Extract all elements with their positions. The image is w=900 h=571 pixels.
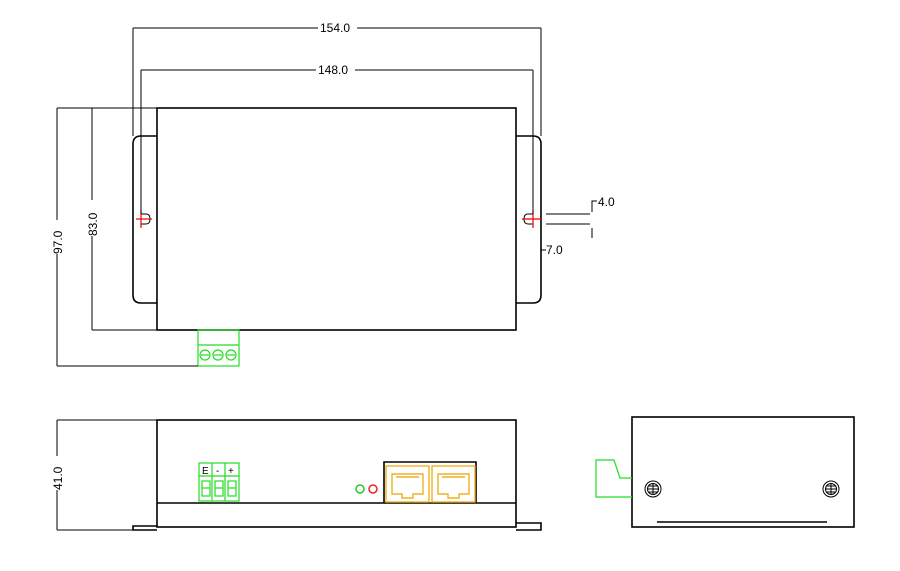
dim-overall-height-text: 97.0 [51,230,65,254]
left-flange [132,135,157,304]
dim-overall-width-text: 154.0 [320,21,350,35]
led-red [368,484,378,494]
front-view: E - + 41.0 [51,419,542,531]
rj45-ports [383,461,477,503]
side-view-body [631,416,855,528]
side-view [595,416,855,528]
front-terminal-block: E - + [198,462,240,502]
left-screw-icon [644,480,662,498]
dim-hole-spacing-text: 148.0 [318,63,348,77]
front-view-body [156,419,517,528]
front-left-foot [132,525,157,531]
dim-body-height-text: 83.0 [86,212,100,236]
terminal-label-minus: - [216,466,219,477]
dim-overall-width: 154.0 [132,21,542,136]
dim-slot-width-text: 4.0 [598,195,615,209]
top-terminal-block [197,329,240,367]
top-view: 154.0 148.0 97.0 83.0 [51,21,615,367]
dim-slot-width: 4.0 [546,195,615,238]
right-screw-icon [822,480,840,498]
top-view-body [156,107,517,331]
dim-slot-offset: 7.0 [540,228,563,257]
dim-overall-height: 97.0 [51,107,198,367]
dim-side-height-text: 41.0 [51,466,65,490]
side-terminal-block [595,459,632,498]
front-right-foot [516,522,542,531]
dim-slot-offset-text: 7.0 [546,243,563,257]
led-green [355,484,365,494]
terminal-label-e: E [202,466,209,477]
dim-body-height: 83.0 [86,108,157,331]
dim-hole-spacing: 148.0 [140,63,534,214]
dim-side-height: 41.0 [51,419,157,531]
terminal-label-plus: + [228,466,234,477]
